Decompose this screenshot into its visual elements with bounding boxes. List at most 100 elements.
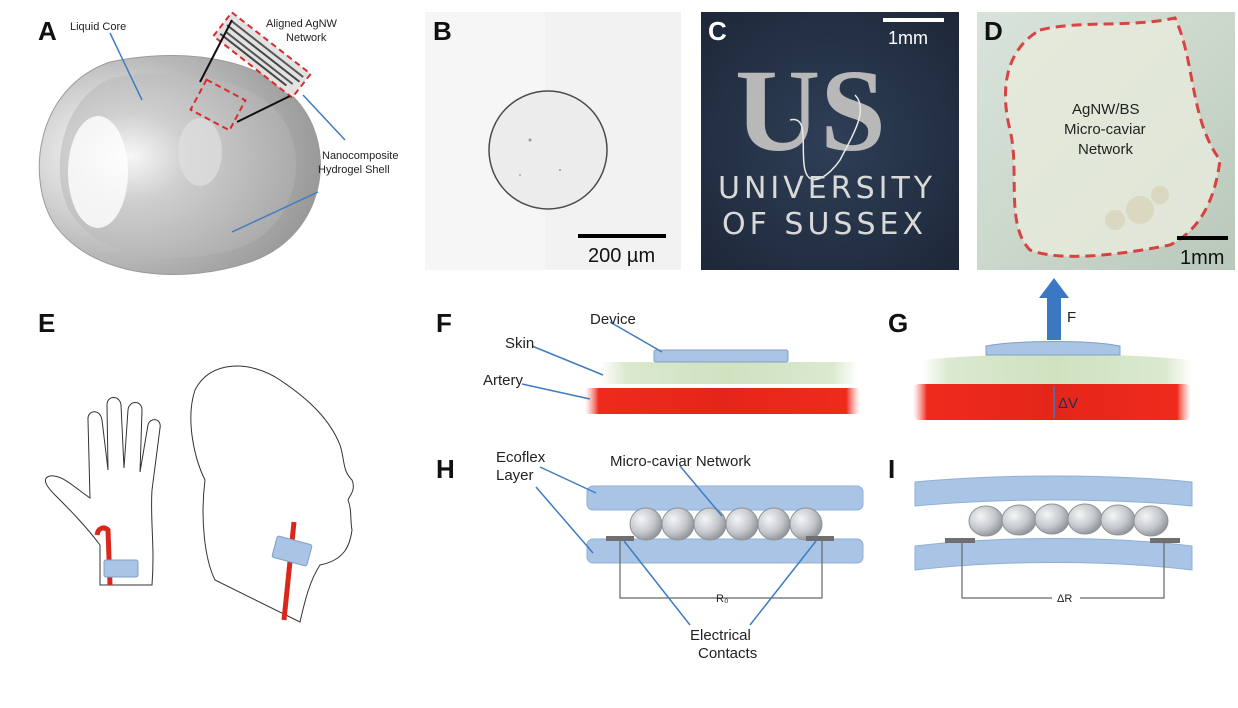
contact-right-i: [1150, 538, 1180, 543]
ecoflex-leader-top: [539, 466, 597, 494]
network-leader: [302, 94, 346, 141]
bead: [1133, 505, 1169, 537]
bead: [1034, 503, 1070, 535]
artery-layer-f: [585, 388, 860, 414]
panel-h-letter: H: [436, 454, 455, 484]
bead: [725, 507, 759, 541]
photo-text-line1: UNIVERSITY: [718, 171, 936, 206]
contact-right-h: [806, 536, 834, 541]
panel-b-letter: B: [433, 16, 452, 46]
panel-c-letter: C: [708, 16, 727, 46]
panel-h: H R₀ Ecoflex Layer Micro-caviar Network …: [436, 449, 864, 662]
bead: [789, 507, 823, 541]
skin-layer-f: [600, 362, 858, 384]
artery-leader: [521, 383, 591, 400]
panel-d: D AgNW/BS Micro-caviar Network 1mm: [977, 12, 1235, 270]
device-leader: [609, 321, 663, 353]
scale-label-b: 200 µm: [588, 245, 655, 267]
bead: [661, 507, 695, 541]
ecoflex-label-line1: Ecoflex: [496, 449, 546, 466]
zoom-line-top: [199, 19, 233, 83]
panel-g: G F ΔV: [888, 278, 1192, 420]
ecoflex-bottom-i: [914, 538, 1193, 571]
wire-trace: [789, 94, 862, 181]
wrist-artery: [94, 525, 113, 586]
ecoflex-label-line2: Layer: [496, 467, 534, 484]
device-f: [653, 349, 789, 363]
r0-label: R₀: [716, 593, 729, 605]
contact-left-h: [606, 536, 634, 541]
panel-e-letter: E: [38, 308, 55, 338]
force-label: F: [1067, 309, 1076, 326]
neck-artery: [281, 521, 297, 621]
delta-v-label: ΔV: [1058, 395, 1078, 412]
bead: [1001, 504, 1037, 536]
panel-d-label-line3: Network: [1078, 141, 1134, 158]
us-logo: US: [735, 45, 886, 176]
skin-label: Skin: [505, 335, 534, 352]
shell-label-line2: Hydrogel Shell: [318, 164, 390, 176]
artery-layer-g: [913, 384, 1191, 420]
panel-i: I ΔR: [888, 454, 1193, 606]
scale-label-d: 1mm: [1180, 247, 1224, 269]
bead-row-h: [629, 507, 823, 541]
force-arrow-head: [1039, 278, 1069, 298]
bead-row-i: [968, 503, 1169, 537]
panel-e: E: [38, 308, 354, 623]
ecoflex-bottom-h: [586, 538, 864, 564]
force-arrow-shaft: [1047, 296, 1061, 340]
r0-circuit: [619, 541, 823, 599]
contacts-label-line2: Contacts: [698, 645, 757, 662]
network-leader-h: [679, 465, 723, 517]
liquid-core-label: Liquid Core: [70, 21, 126, 33]
network-label-h: Micro-caviar Network: [610, 453, 751, 470]
agnw-inset: [211, 10, 313, 100]
panel-d-label-line2: Micro-caviar: [1064, 121, 1146, 138]
panel-f: F Device Skin Artery: [436, 308, 860, 414]
panel-a: A Liquid Core Aligned AgNW Network Nanoc…: [38, 10, 398, 275]
capsule-micrograph: [488, 90, 608, 210]
panel-a-letter: A: [38, 16, 57, 46]
ecoflex-top-i: [914, 475, 1193, 507]
ecoflex-top-h: [586, 485, 864, 511]
wrist-device: [103, 559, 139, 578]
contact-left-i: [945, 538, 975, 543]
contact-leader-right: [749, 540, 817, 626]
agnw-label-line2: Network: [286, 32, 327, 44]
panel-d-letter: D: [984, 16, 1003, 46]
panel-f-letter: F: [436, 308, 452, 338]
shell-label-line1: Nanocomposite: [322, 150, 398, 162]
agnw-label-line1: Aligned AgNW: [266, 18, 338, 30]
device-g: [985, 341, 1121, 356]
scale-label-c: 1mm: [888, 28, 928, 48]
zoom-line-bottom: [236, 95, 291, 123]
shell-leader: [231, 191, 319, 233]
neck-device: [271, 535, 313, 567]
device-label: Device: [590, 311, 636, 328]
ecoflex-leader-bottom: [535, 486, 594, 554]
hand-outline: [44, 397, 161, 586]
inner-highlight: [178, 118, 222, 186]
photo-text-line2: OF SUSSEX: [722, 207, 927, 242]
bead: [1100, 504, 1136, 536]
bead: [693, 507, 727, 541]
panel-d-label-line1: AgNW/BS: [1072, 101, 1140, 118]
panel-i-letter: I: [888, 454, 895, 484]
zoom-region-marker: [189, 78, 247, 132]
head-outline: [190, 365, 354, 623]
contacts-label-line1: Electrical: [690, 627, 751, 644]
bead: [757, 507, 791, 541]
contact-leader-left: [623, 540, 691, 626]
photo-c: [701, 12, 959, 270]
bead: [1067, 503, 1103, 535]
specular-highlight: [68, 116, 128, 228]
delta-r-label: ΔR: [1057, 593, 1072, 605]
core-leader: [109, 32, 143, 101]
bead: [629, 507, 663, 541]
panel-c: US UNIVERSITY OF SUSSEX C 1mm: [701, 12, 959, 270]
panel-g-letter: G: [888, 308, 908, 338]
artery-label: Artery: [483, 372, 524, 389]
panel-b: B 200 µm: [425, 12, 681, 270]
skin-layer-g: [922, 354, 1192, 384]
bead: [968, 505, 1004, 537]
